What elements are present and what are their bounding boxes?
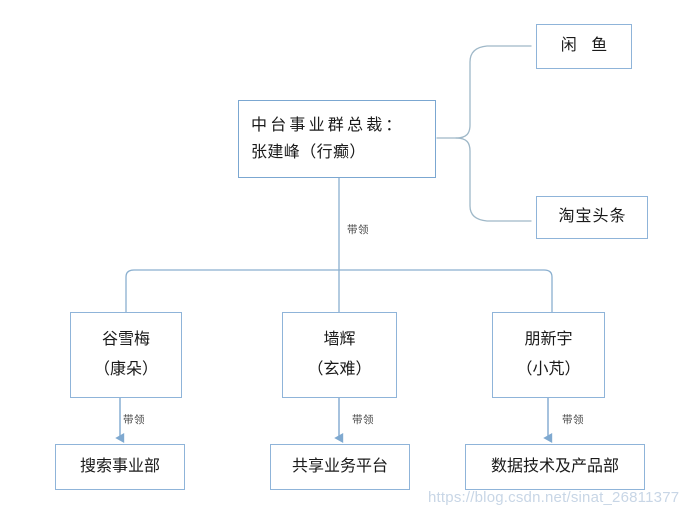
president-name: 张建峰（行癫） <box>251 144 366 161</box>
node-taobao-toutiao[interactable]: 淘宝头条 <box>536 196 648 239</box>
edge-label-lead-main: 带领 <box>347 224 369 236</box>
node-manager-peng[interactable]: 朋新宇 （小芃） <box>492 312 605 398</box>
node-dept-data[interactable]: 数据技术及产品部 <box>465 444 645 490</box>
node-manager-qiang[interactable]: 墙辉 （玄难） <box>282 312 397 398</box>
node-xianyu-label: 闲 鱼 <box>560 37 613 55</box>
node-manager-gu-name: 谷雪梅 <box>101 330 150 348</box>
brace-connector <box>436 45 532 222</box>
node-manager-qiang-alias: （玄难） <box>307 361 372 378</box>
node-dept-search-label: 搜索事业部 <box>79 457 160 475</box>
node-manager-peng-alias: （小芃） <box>516 361 581 378</box>
president-title: 中台事业群总裁： <box>251 116 405 134</box>
manager-fanout-connector <box>125 269 553 312</box>
node-xianyu[interactable]: 闲 鱼 <box>536 24 632 69</box>
node-manager-qiang-name: 墙辉 <box>323 330 356 348</box>
node-manager-peng-name: 朋新宇 <box>524 330 573 348</box>
edge-label-lead-qiang: 带领 <box>352 414 374 426</box>
edge-label-lead-gu: 带领 <box>123 414 145 426</box>
node-dept-shared[interactable]: 共享业务平台 <box>270 444 410 490</box>
edge-label-lead-peng: 带领 <box>562 414 584 426</box>
node-dept-data-label: 数据技术及产品部 <box>490 457 619 475</box>
node-manager-gu[interactable]: 谷雪梅 （康朵） <box>70 312 182 398</box>
manager-to-dept-arrows <box>115 398 553 444</box>
node-taobao-toutiao-label: 淘宝头条 <box>558 208 627 226</box>
node-president[interactable]: 中台事业群总裁： 张建峰（行癫） <box>238 100 436 178</box>
node-dept-shared-label: 共享业务平台 <box>291 457 388 475</box>
watermark-text: https://blog.csdn.net/sinat_26811377 <box>428 489 680 506</box>
node-manager-gu-alias: （康朵） <box>93 361 158 378</box>
node-dept-search[interactable]: 搜索事业部 <box>55 444 185 490</box>
